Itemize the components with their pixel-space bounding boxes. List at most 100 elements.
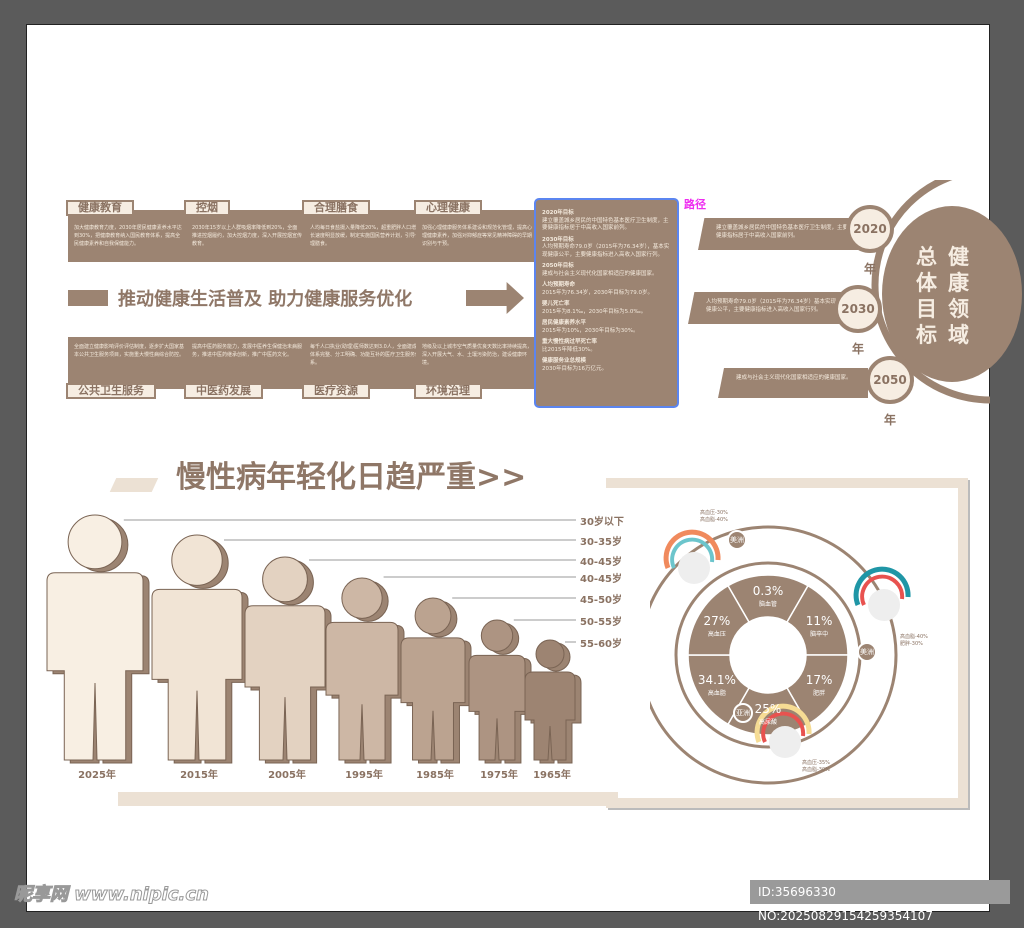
card-text: 加大健康教育力度，2030年居民健康素养水平达到30%，把健康教育纳入国民教育体… xyxy=(74,225,182,247)
year-label: 1985年 xyxy=(416,770,454,781)
figure-body xyxy=(468,654,526,761)
slogan-bar xyxy=(68,290,108,306)
top-card: 加大健康教育力度，2030年居民健康素养水平达到30%，把健康教育纳入国民教育体… xyxy=(68,210,190,262)
timeline-year: 2050年 xyxy=(866,356,914,427)
region-note: 高血压-30%高血脂-40% xyxy=(700,510,728,524)
figure-head xyxy=(171,534,223,586)
watermark-logo: 昵享网 www.nipic.cn xyxy=(14,884,210,906)
goal-text: 人均预期寿命79.0岁（2015年为76.34岁），基本实现健康公平，主要健康指… xyxy=(542,244,670,258)
figure-body xyxy=(524,671,576,761)
timeline-text: 建成与社会主义现代化国家相适应的健康国家。 xyxy=(736,375,852,381)
segment-value: 0.3% xyxy=(752,584,784,598)
person-figure xyxy=(46,514,150,764)
segment-label: 高尿酸 xyxy=(758,719,777,726)
globe-icon xyxy=(663,529,721,584)
frame-bottom xyxy=(118,792,618,806)
age-label: 40-45岁 xyxy=(580,574,622,585)
card-text: 每千人口执业(助理)医师数达到3.0人，全面建成体系完整、分工明确、功能互补的医… xyxy=(310,344,421,366)
figure-body xyxy=(151,588,243,761)
card-tag: 公共卫生服务 xyxy=(66,383,156,399)
goals-box[interactable]: 2020年目标建立覆盖城乡居民的中国特色基本医疗卫生制度，主要健康指标居于中高收… xyxy=(534,198,679,408)
person-figure xyxy=(325,577,405,764)
segment-value: 27% xyxy=(703,613,731,628)
person-figure xyxy=(151,534,249,764)
goal-heading: 2030年目标 xyxy=(542,236,574,243)
year-label: 1995年 xyxy=(345,770,383,781)
age-label: 30-35岁 xyxy=(580,537,622,548)
card-text: 2030年15岁以上人群吸烟率降低到20%，全面推进控烟履约，加大控烟力度，深入… xyxy=(192,225,303,247)
bottom-card: 提高中医药服务能力，发展中医养生保健治未病服务，推进中医药继承创新，推广中医药文… xyxy=(186,337,308,389)
donut-segment xyxy=(785,584,849,656)
card-tag: 心理健康 xyxy=(414,200,482,216)
card-text: 全面建立健康影响评价评估制度，逐步扩大国家基本公共卫生服务项目，实施重大慢性病综… xyxy=(74,344,185,358)
continent-badge: 美洲 xyxy=(727,530,747,550)
segment-value: 11% xyxy=(805,613,833,628)
goal-text: 建成与社会主义现代化国家相适应的健康国家。 xyxy=(542,270,658,277)
figure-body xyxy=(325,621,399,761)
bottom-card: 全面建立健康影响评价评估制度，逐步扩大国家基本公共卫生服务项目，实施重大慢性病综… xyxy=(68,337,190,389)
goal-col2: 健康领域 xyxy=(948,245,969,347)
timeline-year: 2020年 xyxy=(846,205,894,276)
age-label: 30岁以下 xyxy=(580,517,624,528)
bottom-card: 每千人口执业(助理)医师数达到3.0人，全面建成体系完整、分工明确、功能互补的医… xyxy=(304,337,426,389)
card-tag: 合理膳食 xyxy=(302,200,370,216)
note-line: 高血脂-40% xyxy=(900,634,928,640)
donut-chart xyxy=(650,525,911,785)
goal-text: 2015年为8.1‰，2030年目标为5.0‰。 xyxy=(542,308,647,315)
goal-text: 2015年为10%，2030年目标为30%。 xyxy=(542,327,639,334)
region-note: 高血压-35%高血脂-30% xyxy=(802,760,830,774)
segment-value: 34.1% xyxy=(697,672,736,687)
continent-badge: 美洲 xyxy=(857,642,877,662)
outer-ring xyxy=(650,525,898,785)
goal-heading: 婴儿死亡率 xyxy=(542,301,570,307)
top-card: 人均每日食盐摄入量降低20%，超重肥胖人口增长速度明显放缓，制定实施国民营养计划… xyxy=(304,210,426,262)
person-figure xyxy=(400,597,472,764)
figure-head xyxy=(67,514,123,570)
goal-text: 2015年为76.34岁，2030年目标为79.0岁。 xyxy=(542,289,653,296)
card-tag: 环境治理 xyxy=(414,383,482,399)
segment-label: 脑卒中 xyxy=(810,630,829,638)
card-tag: 医疗资源 xyxy=(302,383,370,399)
figure-head xyxy=(341,577,383,619)
goal-arcs xyxy=(871,180,990,404)
year-label: 1965年 xyxy=(533,770,571,781)
goal-heading: 人均预期寿命 xyxy=(542,282,576,288)
timeline-year: 2030年 xyxy=(834,285,882,356)
person-figure xyxy=(468,619,532,764)
top-card: 加强心理健康服务体系建设和规范化管理，提高心理健康素养，加强对抑郁症等常见精神障… xyxy=(416,210,538,262)
timeline-band: 人均预期寿命79.0岁（2015年为76.34岁）基本实现健康公平，主要健康指标… xyxy=(688,292,848,324)
timeline-band: 建立覆盖城乡居民的中国特色基本医疗卫生制度，主要健康指标居于中高收入国家前列。 xyxy=(698,218,858,250)
figure-head xyxy=(262,556,308,603)
note-line: 高血脂-30% xyxy=(802,767,830,773)
goal-heading: 2020年目标 xyxy=(542,210,574,216)
goal-heading: 2050年目标 xyxy=(542,263,574,269)
year-label: 2015年 xyxy=(180,770,218,781)
figure-body xyxy=(244,605,326,761)
goal-heading: 重大慢性病过早死亡率 xyxy=(542,339,598,345)
age-label: 45-50岁 xyxy=(580,595,622,606)
globe-icon xyxy=(853,566,911,621)
region-note: 高血脂-40%肥胖-30% xyxy=(900,634,928,648)
goal-heading: 居民健康素养水平 xyxy=(542,320,587,326)
card-tag: 控烟 xyxy=(184,200,230,216)
goal-text: 2030年目标为16万亿元。 xyxy=(542,365,607,372)
figure-body xyxy=(46,572,144,761)
segment-label: 肥胖 xyxy=(813,689,826,697)
timeline-text: 人均预期寿命79.0岁（2015年为76.34岁）基本实现健康公平，主要健康指标… xyxy=(706,299,836,313)
figure-head xyxy=(414,597,452,635)
figure-head xyxy=(535,639,565,669)
top-card: 2030年15岁以上人群吸烟率降低到20%，全面推进控烟履约，加大控烟力度，深入… xyxy=(186,210,308,262)
segment-label: 脑血管 xyxy=(758,601,777,608)
segment-label: 高血压 xyxy=(707,630,726,638)
watermark-id: ID:35696330 NO:20250829154259354107 xyxy=(750,880,1010,923)
age-label: 40-45岁 xyxy=(580,557,622,568)
segment-value: 17% xyxy=(805,672,833,687)
segment-label: 高血脂 xyxy=(707,689,726,697)
age-label: 55-60岁 xyxy=(580,639,622,650)
goal-text: 建立覆盖城乡居民的中国特色基本医疗卫生制度，主要健康指标居于中高收入国家前列。 xyxy=(542,217,669,232)
note-line: 高血压-30% xyxy=(700,510,728,516)
year-label: 2025年 xyxy=(78,770,116,781)
segment-value: 25% xyxy=(754,702,782,716)
card-text: 人均每日食盐摄入量降低20%，超重肥胖人口增长速度明显放缓，制定实施国民营养计划… xyxy=(310,225,421,247)
